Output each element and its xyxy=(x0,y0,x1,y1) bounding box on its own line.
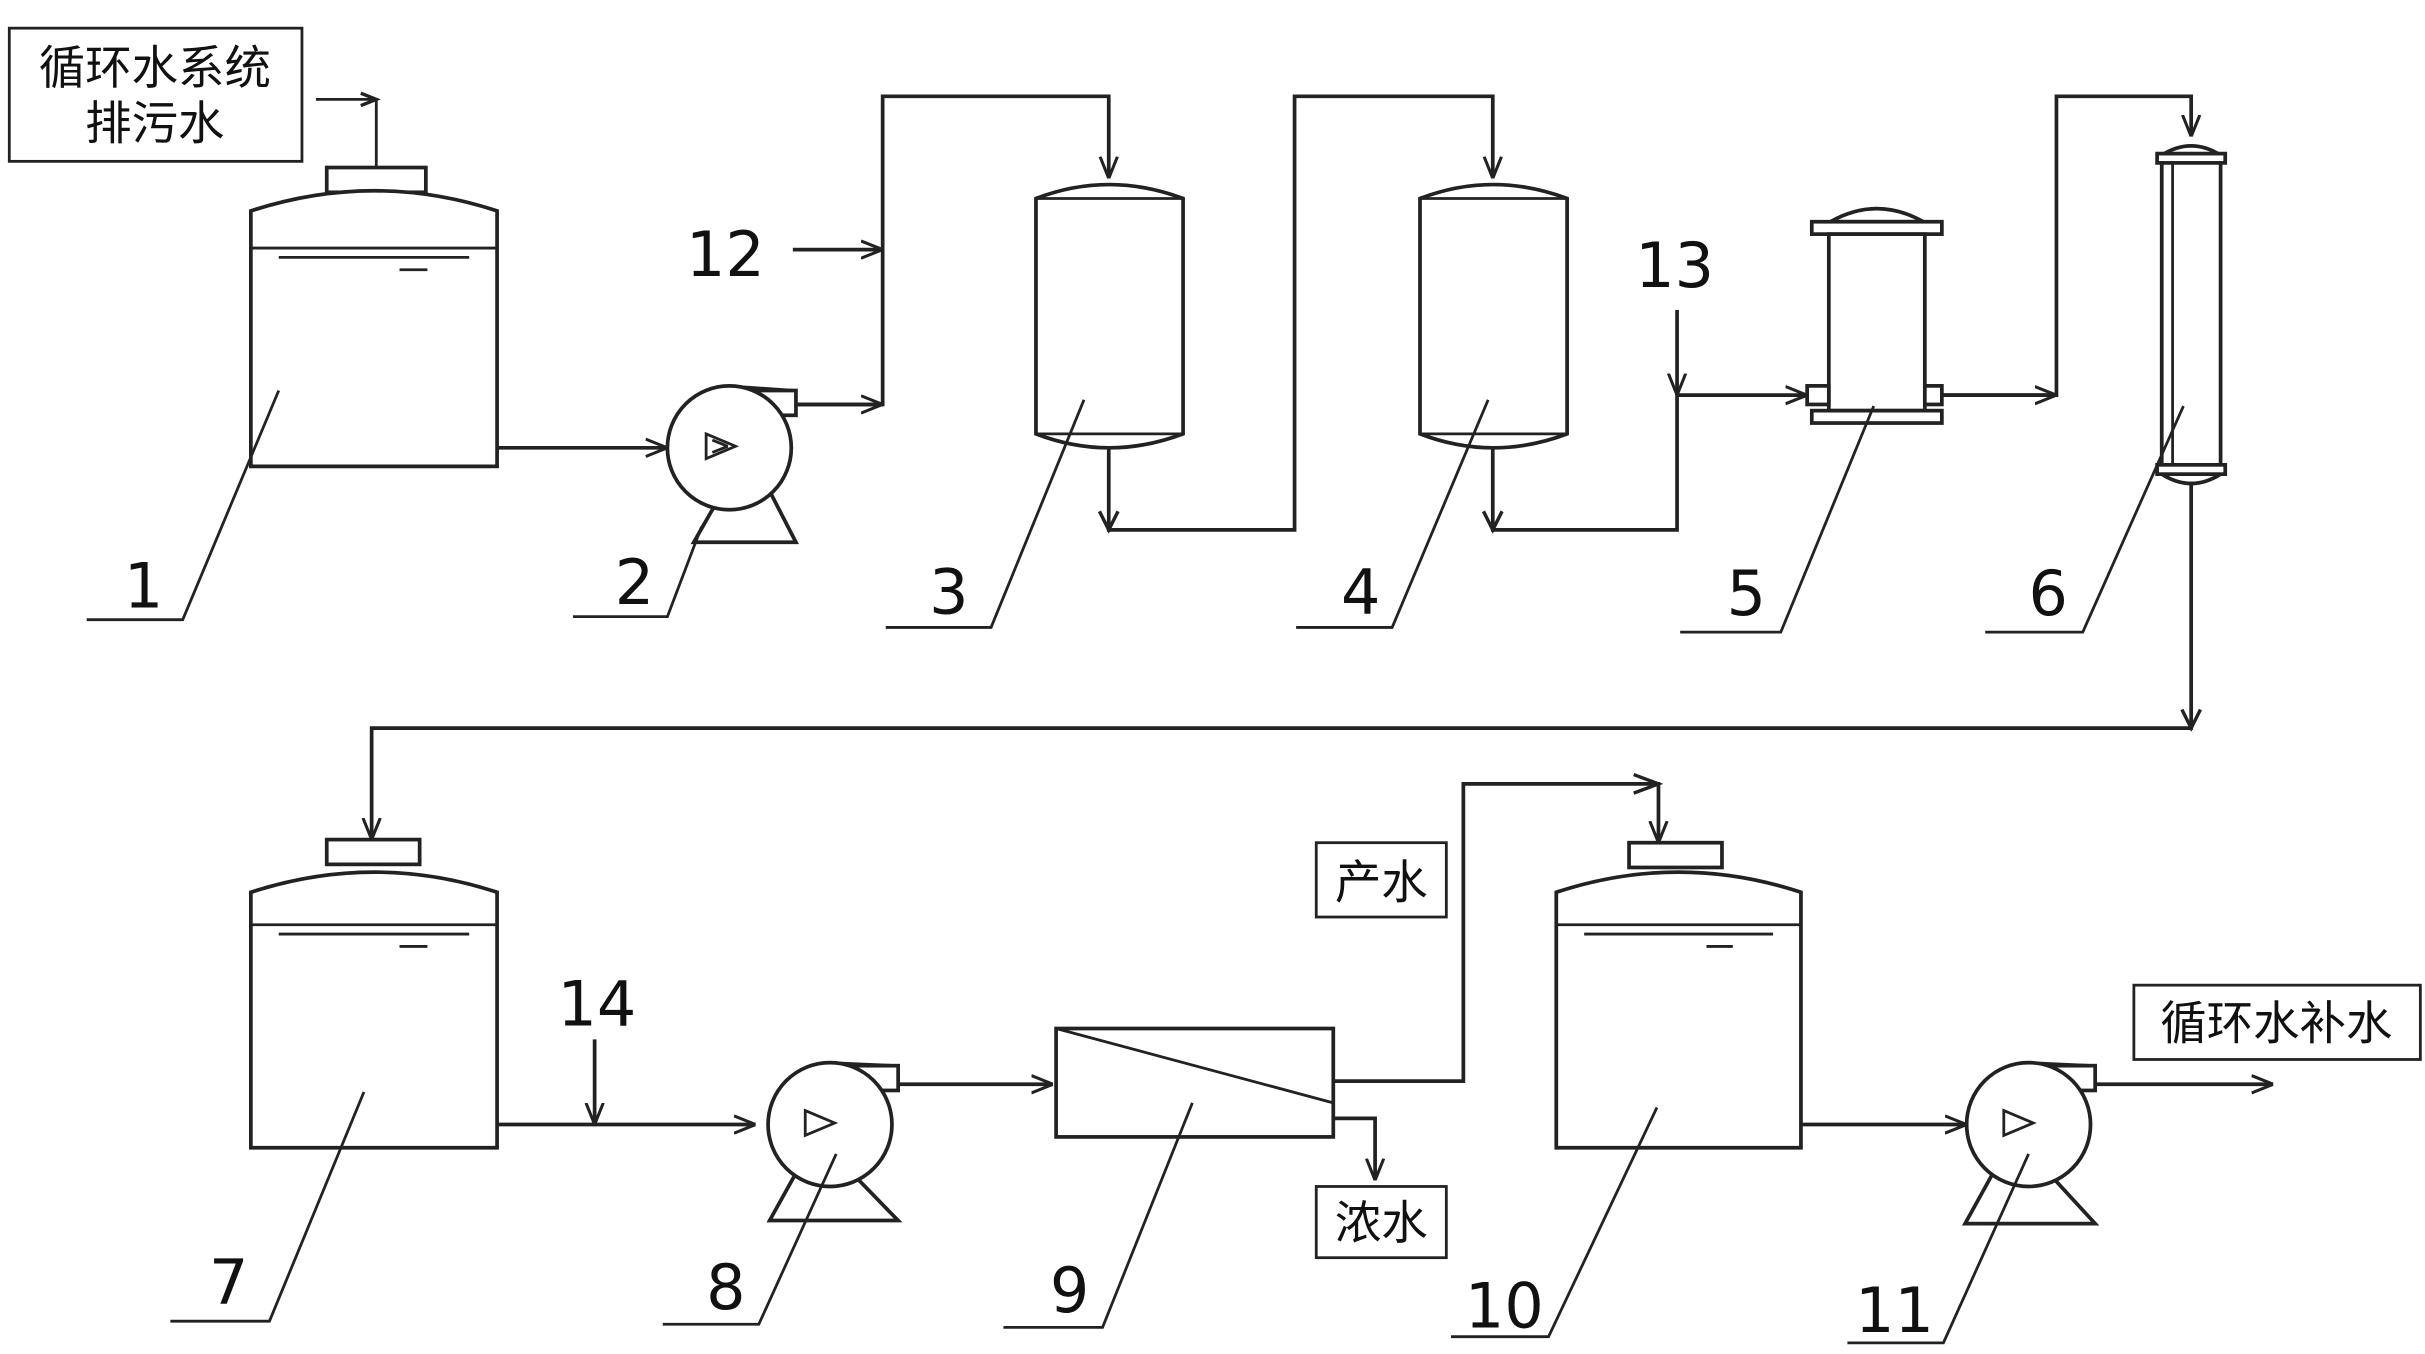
concentrate-label: 浓水 xyxy=(1314,1185,1448,1260)
pump-8 xyxy=(766,1060,903,1223)
ultrafiltration-module-6 xyxy=(2155,144,2228,486)
makeup-label: 循环水补水 xyxy=(2132,983,2422,1061)
label-10: 10 xyxy=(1465,1270,1544,1342)
cartridge-filter-5 xyxy=(1805,206,1944,425)
label-12: 12 xyxy=(686,219,765,291)
label-14: 14 xyxy=(557,968,636,1040)
svg-text:循环水补水: 循环水补水 xyxy=(2160,996,2392,1050)
inlet-pipe xyxy=(315,98,378,168)
label-2: 2 xyxy=(615,547,654,619)
inlet-label-line1: 循环水系统 xyxy=(39,41,271,95)
product-water-label: 产水 xyxy=(1314,841,1448,919)
label-1: 1 xyxy=(124,550,163,622)
ro-membrane-9 xyxy=(1054,1026,1336,1139)
vessel-3 xyxy=(1034,182,1185,450)
label-11: 11 xyxy=(1855,1275,1934,1347)
pump-2 xyxy=(665,384,799,545)
leader-lines xyxy=(86,389,2185,1345)
label-3: 3 xyxy=(929,557,968,629)
inlet-label-line2: 排污水 xyxy=(85,97,224,151)
pump-11 xyxy=(1961,1060,2100,1226)
tank-10 xyxy=(1554,840,1803,1150)
label-7: 7 xyxy=(209,1247,248,1319)
inlet-label-box: 循环水系统 排污水 xyxy=(7,26,304,163)
label-13: 13 xyxy=(1635,230,1714,302)
label-4: 4 xyxy=(1341,557,1380,629)
svg-text:浓水: 浓水 xyxy=(1335,1196,1428,1250)
svg-text:产水: 产水 xyxy=(1335,855,1428,909)
label-9: 9 xyxy=(1050,1255,1089,1327)
label-8: 8 xyxy=(706,1252,745,1324)
tank-1 xyxy=(249,165,499,469)
label-6: 6 xyxy=(2029,558,2068,630)
vessel-4 xyxy=(1418,182,1569,450)
label-5: 5 xyxy=(1727,558,1766,630)
tank-7 xyxy=(249,837,499,1150)
